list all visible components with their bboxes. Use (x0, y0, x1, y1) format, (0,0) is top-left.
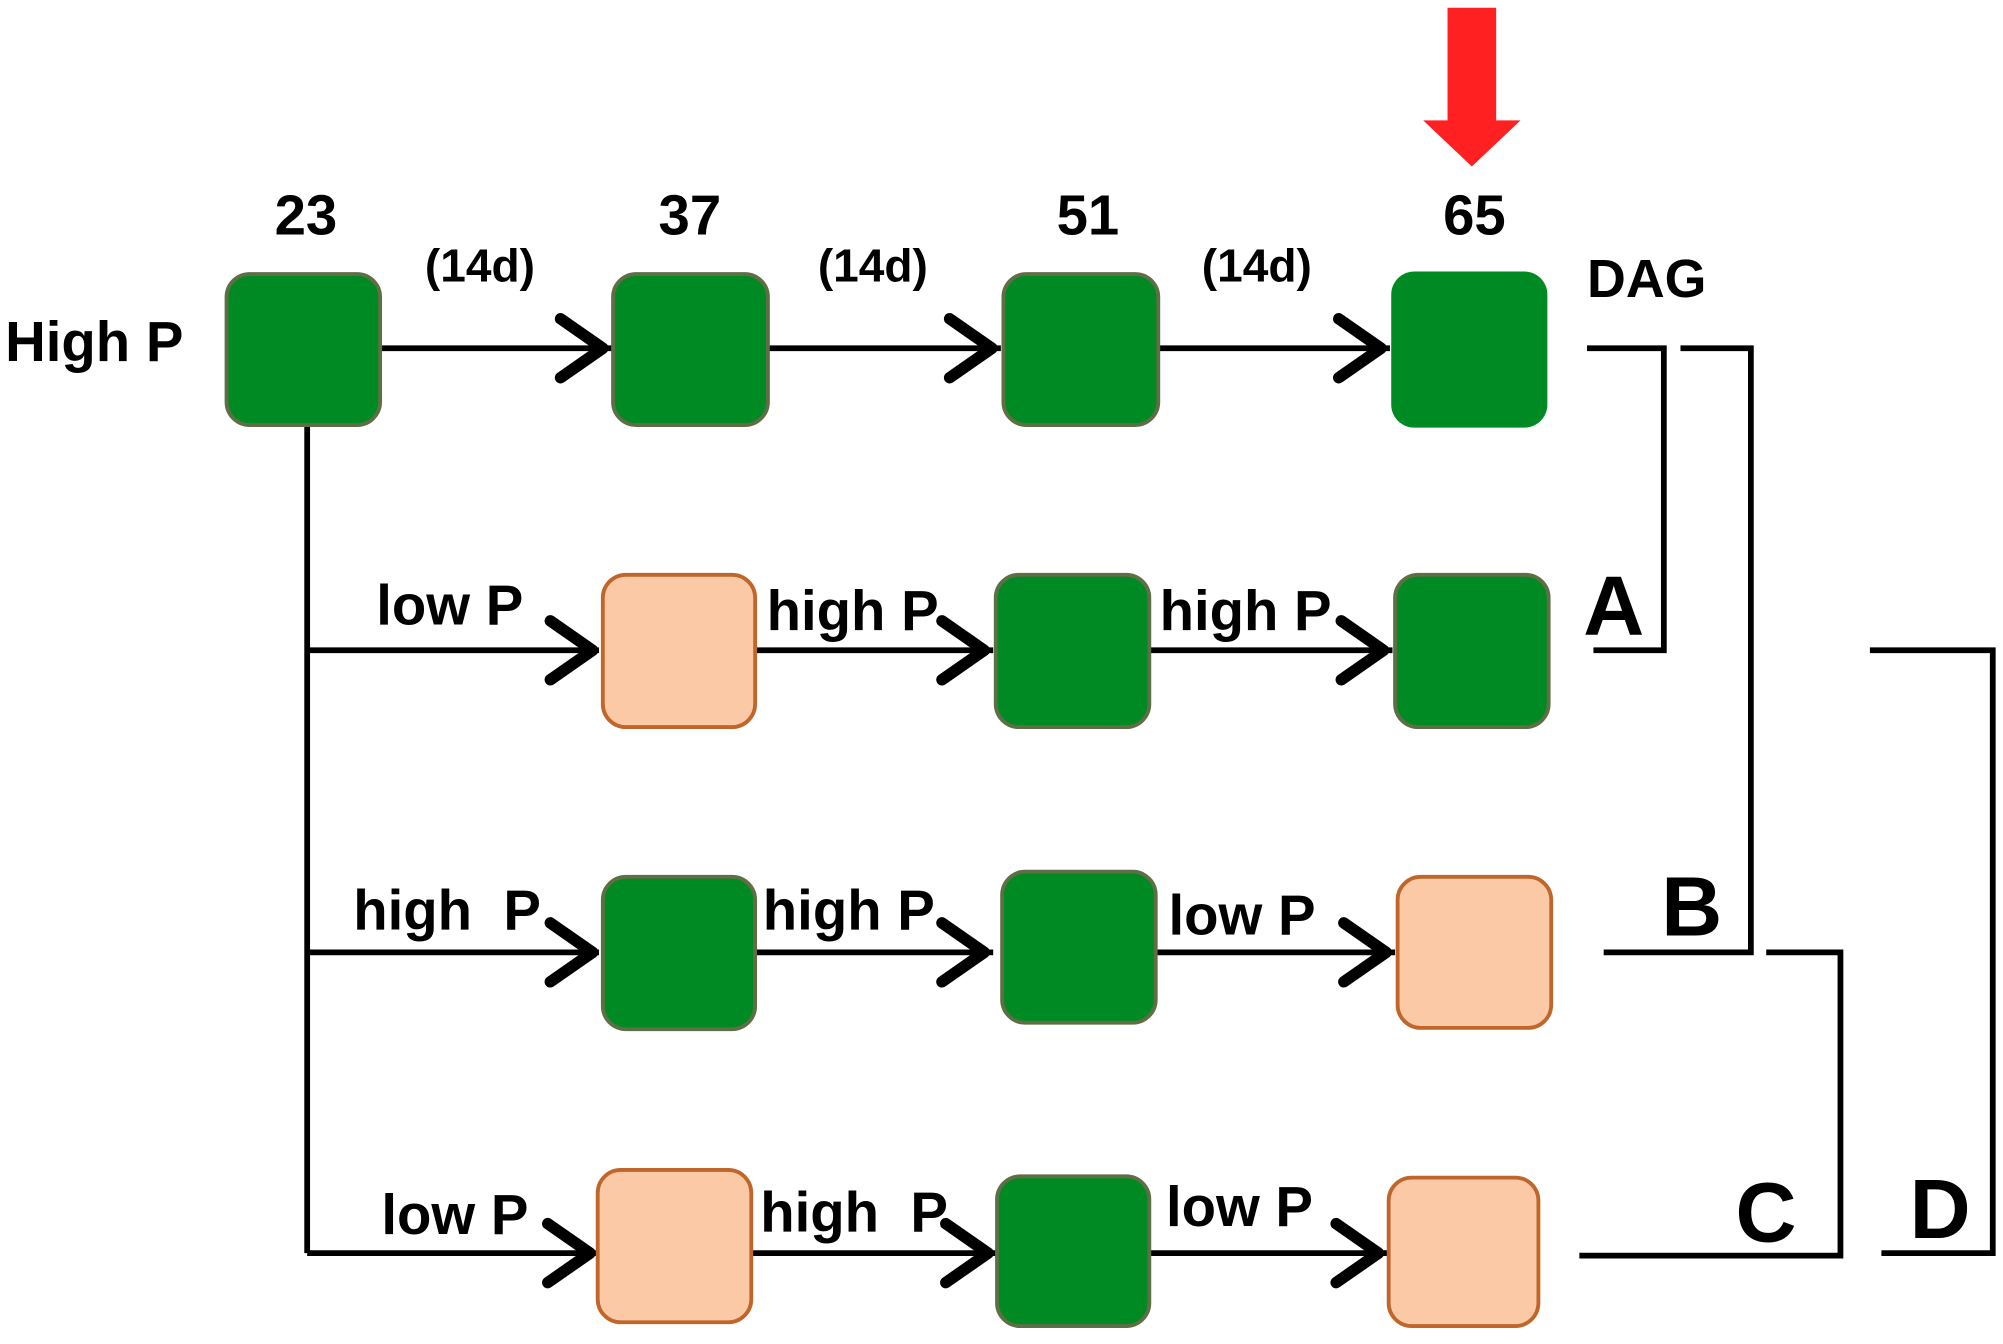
down-arrow-icon (1423, 7, 1521, 167)
time-point-label: 65 (1443, 183, 1506, 246)
comparison-bracket-d (1869, 647, 1996, 1257)
time-point-label: 23 (275, 183, 338, 246)
interval-label: (14d) (818, 240, 928, 292)
arrowhead (544, 615, 599, 686)
arrowhead (943, 313, 998, 384)
high-p-box (1001, 272, 1161, 427)
arrowhead (554, 313, 609, 384)
group-label-d: D (1910, 1162, 1971, 1256)
edge-label: high P (760, 1180, 948, 1243)
edge-label: high P (763, 878, 935, 941)
edge-label: low P (1169, 883, 1316, 946)
arrowhead (1332, 313, 1387, 384)
time-point-label: 51 (1057, 183, 1120, 246)
row-start-label: High P (5, 310, 183, 373)
low-p-box (1395, 874, 1554, 1030)
edge-label: high P (767, 579, 939, 642)
interval-label: (14d) (425, 240, 535, 292)
edge-label: low P (381, 1183, 528, 1246)
low-p-box (600, 572, 758, 730)
arrowhead (940, 1217, 994, 1289)
high-p-box (224, 272, 383, 427)
comparison-bracket-a (1587, 345, 1667, 654)
comparison-bracket-c (1579, 949, 1844, 1259)
low-p-box (595, 1168, 754, 1325)
high-p-box (1393, 572, 1551, 730)
interval-label: (14d) (1202, 240, 1312, 292)
edge-label: low P (376, 574, 523, 637)
high-p-box (611, 272, 770, 427)
arrowhead (542, 1217, 596, 1289)
time-point-label: 37 (659, 183, 722, 246)
arrowhead (1338, 917, 1392, 988)
edge-label: low P (1166, 1175, 1313, 1238)
arrowhead (936, 917, 990, 988)
group-label-a: A (1583, 559, 1644, 653)
high-p-box (1391, 271, 1548, 428)
high-p-box (993, 572, 1152, 730)
group-label-b: B (1661, 860, 1722, 954)
edge-label: high P (353, 878, 541, 941)
group-label-c: C (1736, 1166, 1797, 1260)
high-p-box (995, 1174, 1152, 1328)
high-p-box (1000, 869, 1158, 1025)
low-p-box (1386, 1175, 1541, 1328)
arrowhead (1330, 1217, 1385, 1289)
dag-label: DAG (1587, 249, 1706, 309)
arrowhead (1335, 615, 1390, 686)
comparison-bracket-b (1603, 345, 1754, 956)
edge-label: high P (1160, 579, 1332, 642)
high-p-box (600, 874, 758, 1032)
arrowhead (936, 615, 990, 686)
arrowhead (544, 917, 599, 988)
